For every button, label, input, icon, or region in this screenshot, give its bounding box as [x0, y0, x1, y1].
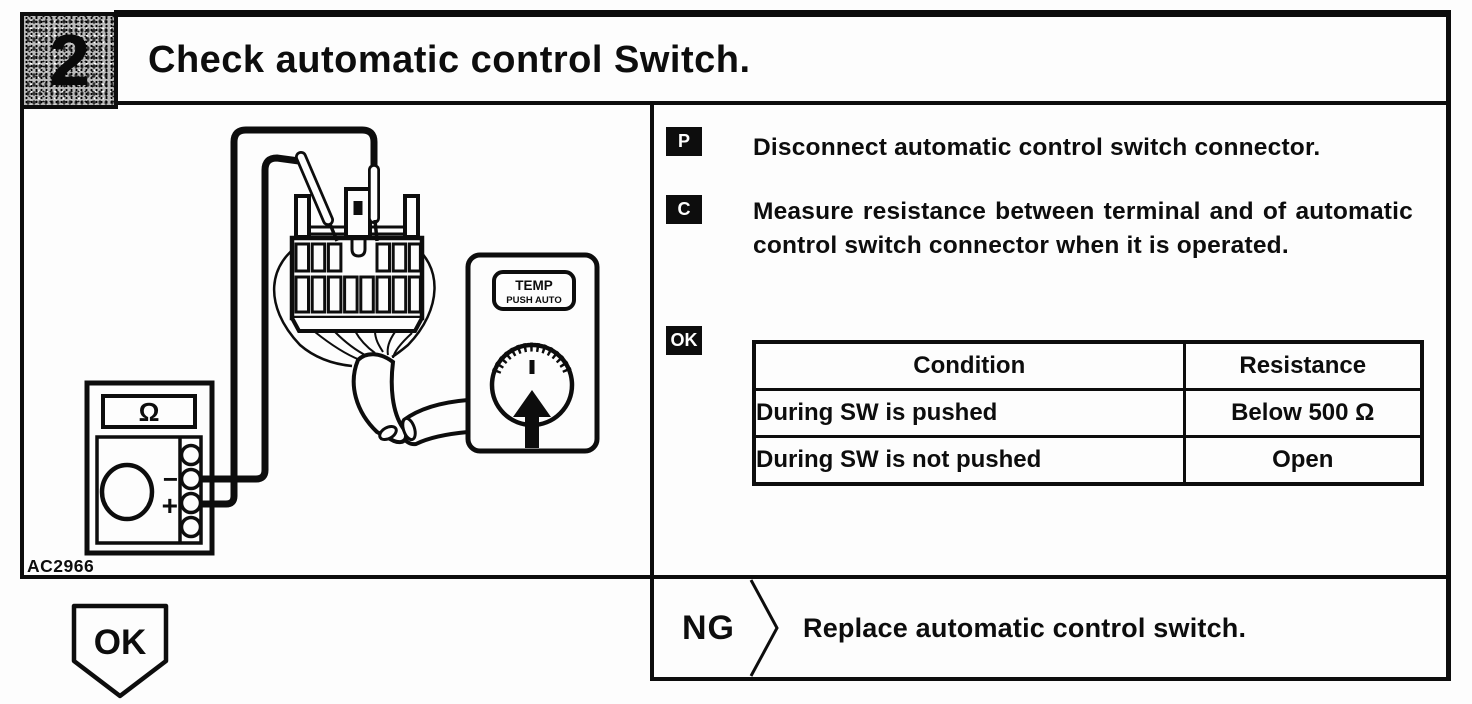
- resistance-cell: Below 500 Ω: [1182, 388, 1424, 438]
- header-bottom-border: [20, 101, 1451, 105]
- ok-pentagon-label: OK: [94, 623, 147, 662]
- step-number-box: 2: [20, 12, 118, 109]
- badge-p-label: P: [677, 131, 690, 151]
- badge-c-label: C: [677, 199, 691, 219]
- temp-label: TEMP: [515, 278, 553, 293]
- wiring-diagram: Ω − +: [27, 126, 600, 575]
- instruction-p-text: Disconnect automatic control switch conn…: [753, 134, 1321, 161]
- push-auto-label: PUSH AUTO: [506, 295, 561, 306]
- plus-label: +: [162, 490, 178, 521]
- ng-bottom-border: [650, 677, 1451, 681]
- badge-c: C: [666, 195, 702, 224]
- table-header-row: Condition Resistance: [752, 340, 1424, 391]
- table-row: During SW is not pushed Open: [752, 435, 1424, 486]
- ng-action-text: Replace automatic control switch.: [803, 612, 1247, 643]
- test-lead-wires: [199, 126, 378, 508]
- test-probes: [295, 151, 380, 242]
- meter-jack: [179, 491, 203, 515]
- right-border: [1446, 10, 1451, 681]
- temp-control-panel: TEMP PUSH AUTO: [465, 252, 600, 454]
- multimeter: Ω − +: [84, 380, 215, 556]
- instruction-c-text: Measure resistance between terminal and …: [753, 198, 1413, 259]
- badge-ok-label: OK: [670, 330, 698, 350]
- meter-jack: [179, 443, 203, 467]
- knob-knurling: [491, 342, 573, 374]
- push-arrow-icon: [513, 390, 551, 448]
- resistance-cell: Open: [1182, 435, 1424, 486]
- header-top-border: [114, 10, 1451, 17]
- ok-pentagon-badge: OK: [71, 603, 169, 699]
- harness-sleeve: [351, 352, 470, 447]
- badge-ok: OK: [666, 326, 702, 355]
- ng-box: NG Replace automatic control switch.: [654, 579, 1446, 677]
- badge-p: P: [666, 127, 702, 156]
- ng-label: NG: [682, 608, 735, 647]
- switch-connector: [289, 187, 425, 333]
- middle-horizontal-border: [20, 575, 1451, 579]
- table-row: During SW is pushed Below 500 Ω: [752, 388, 1424, 438]
- vertical-divider: [650, 101, 654, 681]
- ohm-symbol: Ω: [139, 397, 160, 427]
- results-table: Condition Resistance During SW is pushed…: [752, 340, 1424, 486]
- meter-jack: [179, 515, 203, 539]
- column-header-condition: Condition: [752, 340, 1186, 391]
- condition-cell: During SW is not pushed: [752, 435, 1186, 486]
- figure-id: AC2966: [27, 556, 94, 575]
- ng-chevron-icon: [749, 579, 779, 677]
- step-number: 2: [48, 20, 90, 101]
- condition-cell: During SW is pushed: [752, 388, 1186, 438]
- minus-label: −: [163, 464, 178, 494]
- left-border: [20, 101, 24, 579]
- meter-jack: [179, 467, 203, 491]
- page-title: Check automatic control Switch.: [148, 39, 751, 81]
- column-header-resistance: Resistance: [1182, 340, 1424, 391]
- meter-dial: [99, 462, 155, 522]
